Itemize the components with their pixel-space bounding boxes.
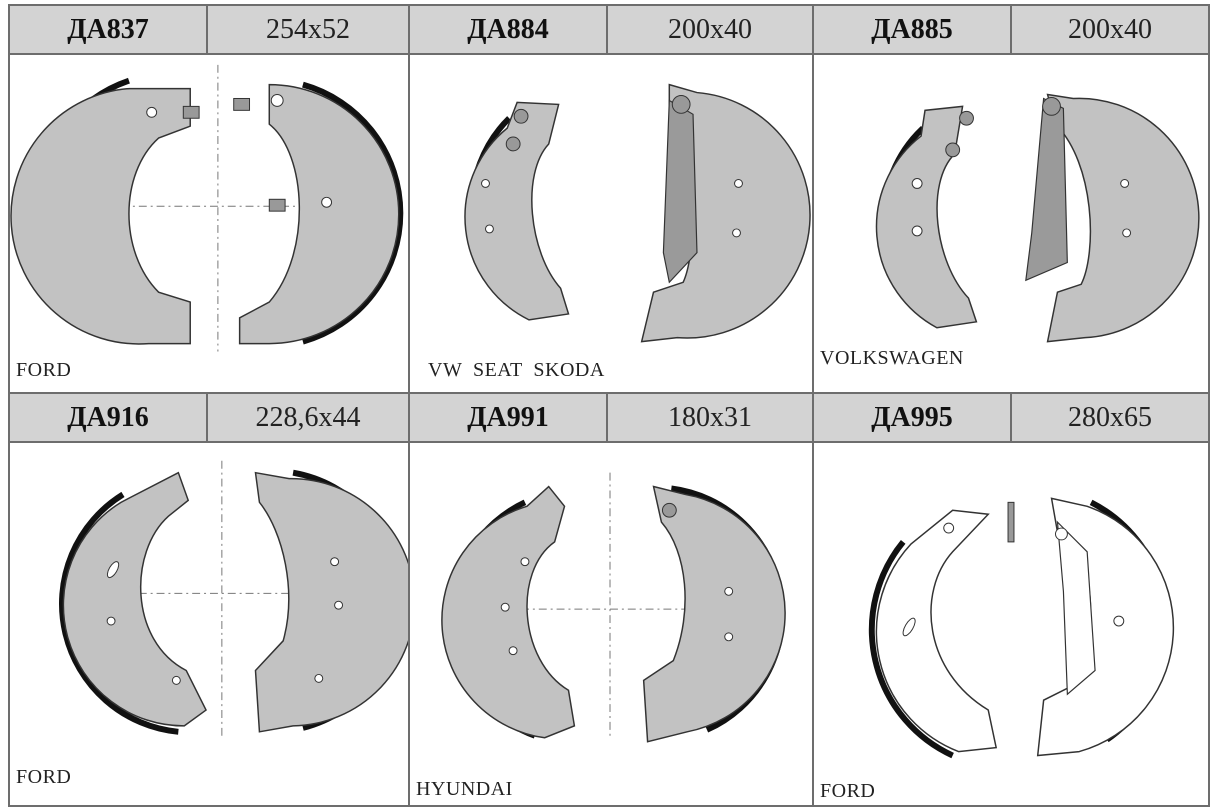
part-size: 228,6x44 [255,401,361,433]
vehicle-brand: VOLKSWAGEN [820,347,964,369]
brake-shoe-catalog-grid: ДА837 254x52 FORD ДА884 200x40 [8,4,1210,807]
brake-shoe-drawing [868,497,1175,759]
catalog-cell-da995: ДА995 280x65 FORD [812,392,1210,807]
part-code: ДА885 [814,6,1012,53]
part-code: ДА995 [814,394,1012,441]
vehicle-brand: FORD [16,359,72,381]
vehicle-brand: HYUNDAI [416,778,513,800]
cell-header: ДА995 280x65 [814,394,1208,443]
catalog-cell-da884: ДА884 200x40 VW SEAT SKODA [408,4,814,394]
part-code: ДА991 [410,394,608,441]
part-code: ДА916 [10,394,208,441]
catalog-cell-da916: ДА916 228,6x44 FORD [8,392,410,807]
cell-header: ДА885 200x40 [814,6,1208,55]
cell-header: ДА991 180x31 [410,394,812,443]
part-code: ДА837 [10,6,208,53]
part-size: 200x40 [668,13,752,45]
vehicle-brand: VW SEAT SKODA [428,359,605,381]
brake-shoe-drawing [10,64,404,352]
catalog-cell-da991: ДА991 180x31 HYUNDAI [408,392,814,807]
catalog-cell-da885: ДА885 200x40 VOLKSWAGEN [812,4,1210,394]
brake-shoe-drawing [59,460,408,740]
part-size: 180x31 [668,401,752,433]
cell-header: ДА884 200x40 [410,6,812,55]
part-size: 280x65 [1068,401,1152,433]
part-code: ДА884 [410,6,608,53]
vehicle-brand: FORD [820,780,876,802]
brake-shoe-drawing [464,83,811,343]
part-size: 254x52 [266,13,350,45]
cell-header: ДА837 254x52 [10,6,408,55]
part-size: 200x40 [1068,13,1152,45]
cell-header: ДА916 228,6x44 [10,394,408,443]
brake-shoe-drawing [441,472,786,743]
vehicle-brand: FORD [16,766,72,788]
brake-shoe-drawing [875,93,1200,343]
catalog-cell-da837: ДА837 254x52 FORD [8,4,410,394]
